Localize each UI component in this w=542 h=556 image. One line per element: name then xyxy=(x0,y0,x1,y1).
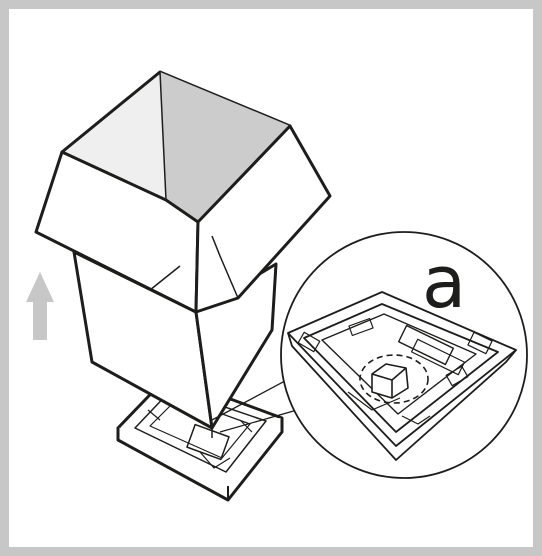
callout-label: a xyxy=(421,240,467,324)
packaging-base xyxy=(116,374,284,502)
highlighted-part xyxy=(359,354,429,404)
cardboard-box xyxy=(34,70,332,438)
callout-circle xyxy=(280,231,528,479)
up-arrow-icon xyxy=(26,272,54,340)
